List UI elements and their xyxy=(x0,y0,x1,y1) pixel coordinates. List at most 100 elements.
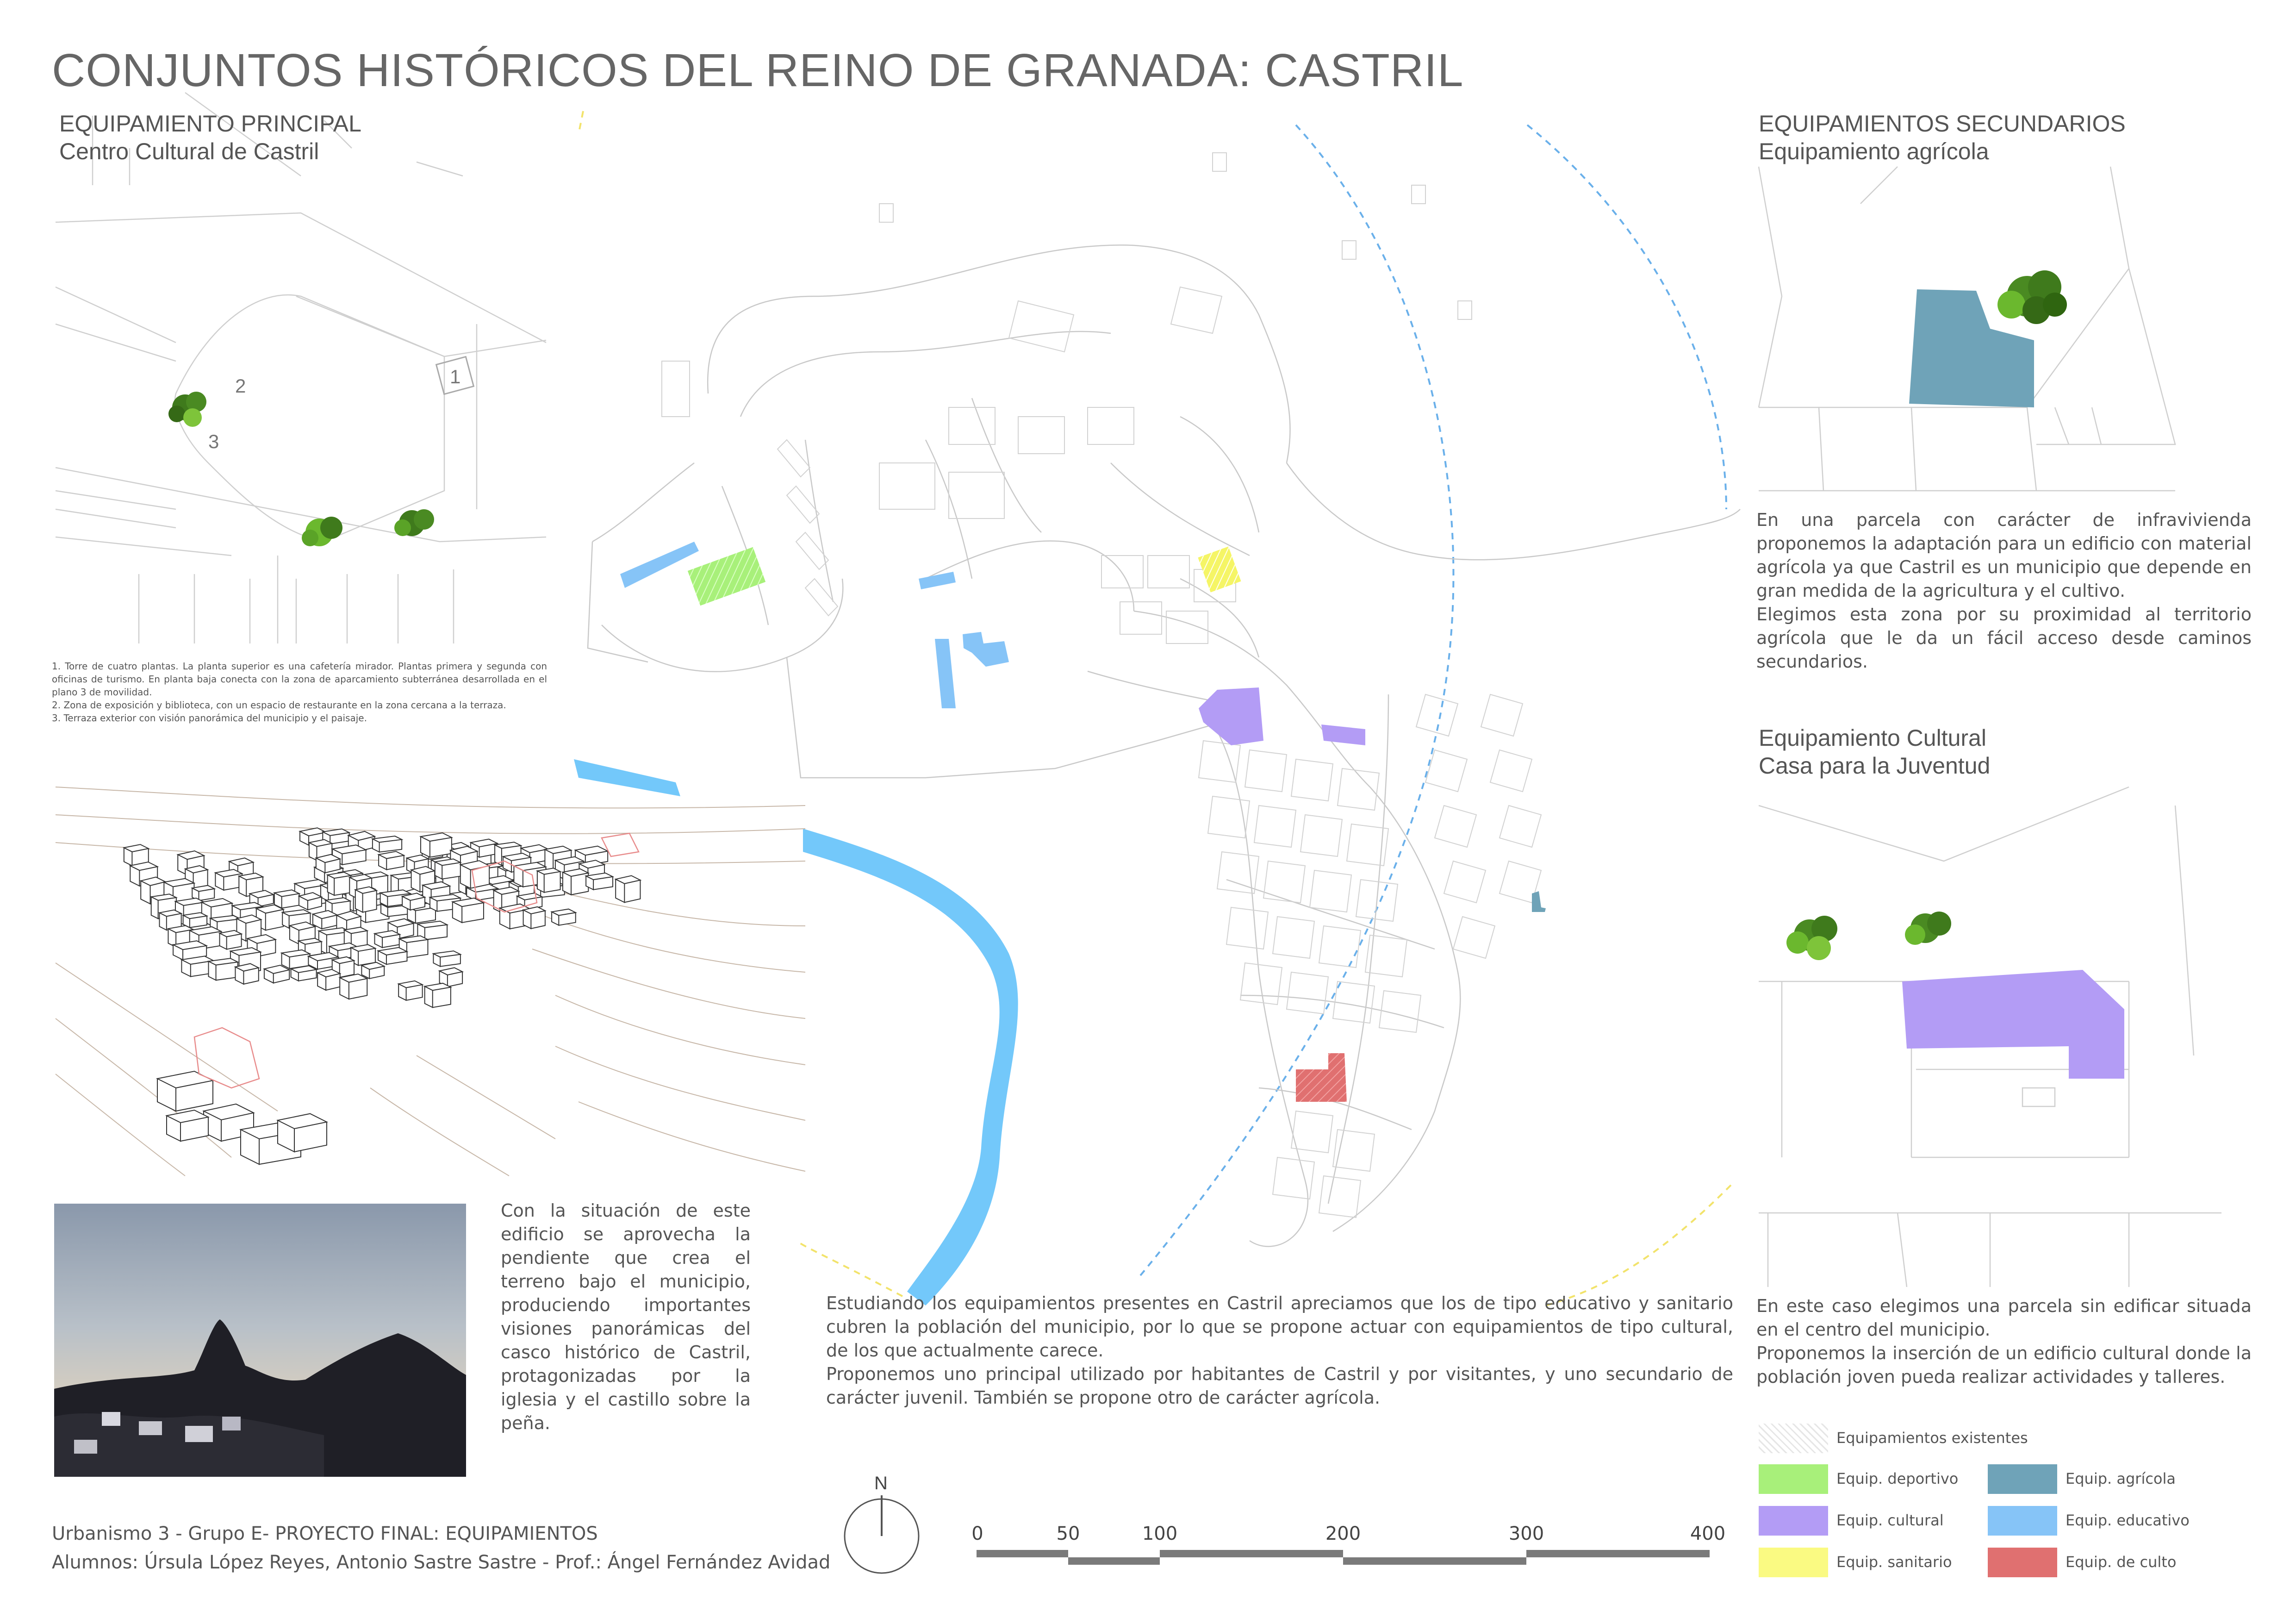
axonometric-block-roof xyxy=(348,874,373,882)
axonometric-buildings xyxy=(122,827,642,1165)
legend-item-deportivo: Equip. deportivo xyxy=(1759,1464,1981,1497)
axonometric-block-roof xyxy=(379,889,412,897)
axonometric-block-roof xyxy=(438,967,464,975)
axonometric-block-roof xyxy=(373,930,401,938)
site-plan-agricola xyxy=(1758,166,2176,492)
small-annex xyxy=(2022,1087,2056,1107)
main-equipment-subheading: Centro Cultural de Castril xyxy=(59,138,319,164)
axonometric-block-roof xyxy=(335,911,362,921)
axonometric-block-roof xyxy=(234,963,260,972)
axonometric-block-roof xyxy=(330,844,367,855)
equip-educativo-3 xyxy=(935,639,956,708)
axonometric-block-roof xyxy=(218,930,243,937)
tree-icon xyxy=(1997,270,2067,324)
axonometric-block-roof xyxy=(578,860,606,869)
axonometric-block-large xyxy=(276,1113,329,1153)
axonometric-block-roof xyxy=(423,982,453,991)
scale-bar-graphic xyxy=(977,1550,1710,1565)
axonometric-block-roof xyxy=(248,890,275,899)
legend-swatch-deportivo xyxy=(1759,1464,1828,1494)
axonometric-block-roof xyxy=(349,944,377,952)
axonometric-block-roof xyxy=(255,904,285,914)
legend-item-cultural: Equip. cultural xyxy=(1759,1506,1981,1538)
axonometric-new-building xyxy=(193,832,640,1089)
cultural-paragraph-2: Proponemos la inserción de un edificio c… xyxy=(1756,1343,2252,1387)
axonometric-block-roof xyxy=(314,854,342,863)
legend-label-educativo: Equip. educativo xyxy=(2066,1512,2190,1529)
cultural-subheading-2: Casa para la Juventud xyxy=(1759,753,1991,779)
note-2: 2. Zona de exposición y biblioteca, con … xyxy=(52,700,506,711)
legend-swatch-cultural xyxy=(1759,1506,1828,1536)
legend-item-culto: Equip. de culto xyxy=(1988,1548,2210,1580)
axonometric-block-roof xyxy=(469,838,499,848)
legend-label-agricola: Equip. agrícola xyxy=(2066,1470,2176,1487)
axonometric-block-roof xyxy=(307,952,340,962)
axonometric-block-walls xyxy=(327,874,351,896)
center-paragraph-1: Estudiando los equipamientos presentes e… xyxy=(826,1293,1733,1361)
legend-swatch-culto xyxy=(1988,1548,2057,1577)
axonometric-block-roof xyxy=(432,950,462,958)
legend-swatch-educativo xyxy=(1988,1506,2057,1536)
axonometric-block-roof xyxy=(416,920,449,928)
tower-outline xyxy=(435,356,475,395)
axonometric-block-roof xyxy=(398,935,429,943)
axonometric-block-roof xyxy=(184,865,209,874)
legend-swatch-sanitario xyxy=(1759,1548,1828,1577)
axonometric-block-roof xyxy=(561,868,590,877)
axonometric-block-large xyxy=(165,1109,210,1142)
tree-icon xyxy=(1905,912,1951,945)
plan-label-1: 1 xyxy=(450,366,461,387)
tree-icon xyxy=(168,392,206,427)
axonometric-block-roof xyxy=(191,885,216,892)
axonometric-block-roof xyxy=(360,962,386,970)
main-equipment-heading: EQUIPAMIENTO PRINCIPAL xyxy=(59,111,361,137)
page-title: CONJUNTOS HISTÓRICOS DEL REINO DE GRANAD… xyxy=(52,44,1464,96)
axonometric-block-roof xyxy=(324,897,352,904)
axonometric-block-roof xyxy=(229,947,262,956)
axonometric-block-roof xyxy=(501,852,533,862)
axonometric-block-roof xyxy=(280,949,311,958)
legend-item-sanitario: Equip. sanitario xyxy=(1759,1548,1981,1580)
legend-label-existentes: Equipamientos existentes xyxy=(1836,1429,2028,1447)
axonometric-block-roof xyxy=(492,887,521,895)
axonometric-block-roof xyxy=(289,965,318,973)
axonometric-block-roof xyxy=(298,892,323,901)
scale-label-300: 300 xyxy=(1508,1523,1544,1544)
legend-swatch-existentes xyxy=(1759,1424,1828,1453)
axonometric-block-roof xyxy=(614,875,642,884)
axonometric-block-roof xyxy=(397,980,424,988)
axonometric-block-walls xyxy=(407,906,436,924)
town-parcels xyxy=(661,152,1542,1218)
axonometric-block-roof xyxy=(584,872,615,881)
agricola-paragraph-2: Elegimos esta zona por su proximidad al … xyxy=(1756,604,2252,672)
tree-icon xyxy=(302,517,342,546)
footer-authors-line: Alumnos: Úrsula López Reyes, Antonio Sas… xyxy=(52,1552,831,1573)
axonometric-block-roof xyxy=(419,832,454,842)
legend-item-existentes: Equipamientos existentes xyxy=(1759,1424,2083,1456)
axonometric-block-roof xyxy=(386,918,415,928)
axonometric-block-roof xyxy=(421,881,452,890)
axonometric-block-roof xyxy=(401,893,426,901)
axonometric-block-roof xyxy=(288,921,317,931)
axonometric-block-roof xyxy=(342,926,369,934)
axonometric-block-roof xyxy=(376,947,409,956)
cultural-subheading-1: Equipamiento Cultural xyxy=(1759,725,1986,751)
plan-label-3: 3 xyxy=(208,431,219,452)
scale-label-0: 0 xyxy=(971,1523,983,1544)
axonometric-block-roof xyxy=(200,898,234,908)
axonometric-block-roof xyxy=(522,906,547,914)
note-3: 3. Terraza exterior con visión panorámic… xyxy=(52,712,367,724)
tree-icon xyxy=(1786,916,1837,960)
note-1: 1. Torre de cuatro plantas. La planta su… xyxy=(52,661,547,698)
axonometric-block-roof xyxy=(449,846,479,856)
scale-label-200: 200 xyxy=(1325,1523,1361,1544)
axonometric-block-roof xyxy=(321,828,351,836)
north-label: N xyxy=(874,1473,888,1493)
equip-culto-1 xyxy=(1296,1053,1347,1102)
scale-label-100: 100 xyxy=(1142,1523,1178,1544)
axonometric-block-roof xyxy=(246,934,277,944)
agricola-paragraph-1: En una parcela con carácter de infravivi… xyxy=(1756,510,2252,601)
equip-educativo-1 xyxy=(620,542,699,588)
catchment-circles xyxy=(578,111,1732,1306)
